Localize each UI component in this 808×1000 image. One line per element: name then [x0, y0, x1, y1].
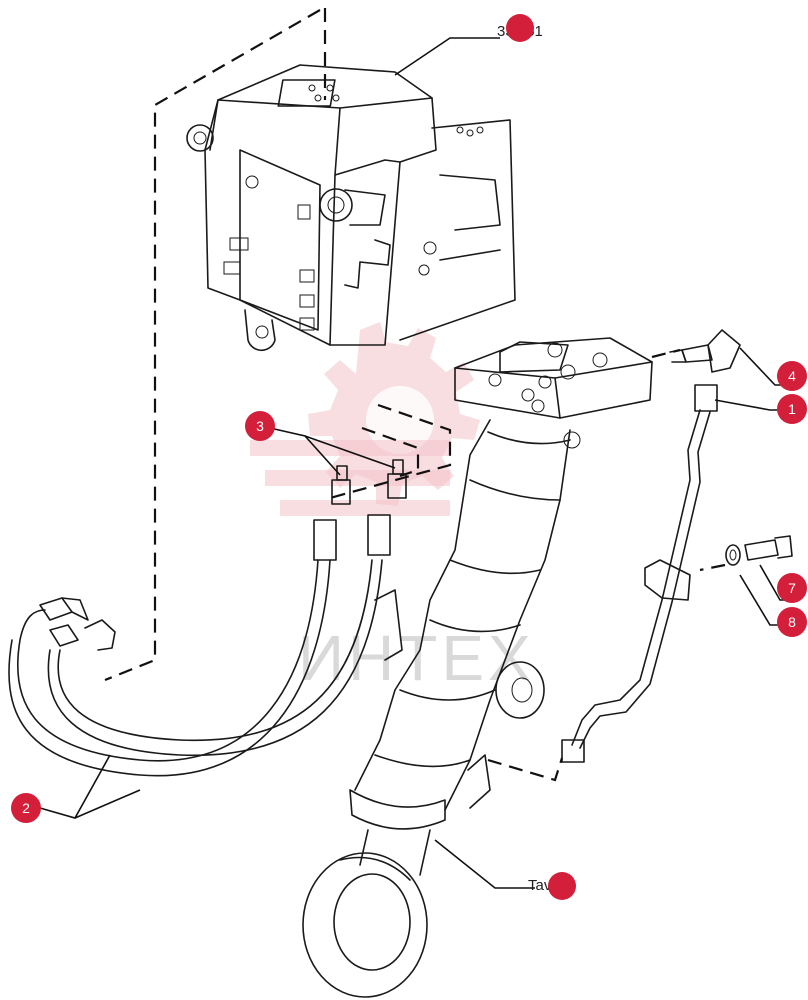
assembly-lines [104, 8, 726, 782]
callout-3-label: 3 [256, 418, 264, 434]
rigid-pipe [561, 329, 793, 763]
watermark-text: ИНТЕХ [298, 622, 535, 694]
upper-housing [186, 64, 516, 352]
callout-7-label: 7 [788, 580, 796, 596]
callout-2-label: 2 [22, 800, 30, 816]
callout-8-label: 8 [788, 614, 796, 630]
watermark-gear-icon [250, 322, 480, 516]
leader-lines [39, 37, 795, 889]
callout-4[interactable]: 4 [777, 361, 807, 391]
reference-top-badge[interactable] [506, 14, 534, 42]
hydraulic-cylinder [302, 419, 581, 998]
adapters [331, 459, 407, 505]
callout-2[interactable]: 2 [11, 793, 41, 823]
callout-3[interactable]: 3 [245, 411, 275, 441]
callout-4-label: 4 [788, 368, 796, 384]
valve-block [454, 337, 653, 419]
callout-1[interactable]: 1 [777, 394, 807, 424]
callout-8[interactable]: 8 [777, 607, 807, 637]
reference-bottom-badge[interactable] [548, 872, 576, 900]
callout-7[interactable]: 7 [777, 573, 807, 603]
callout-1-label: 1 [788, 401, 796, 417]
hoses [8, 514, 391, 777]
